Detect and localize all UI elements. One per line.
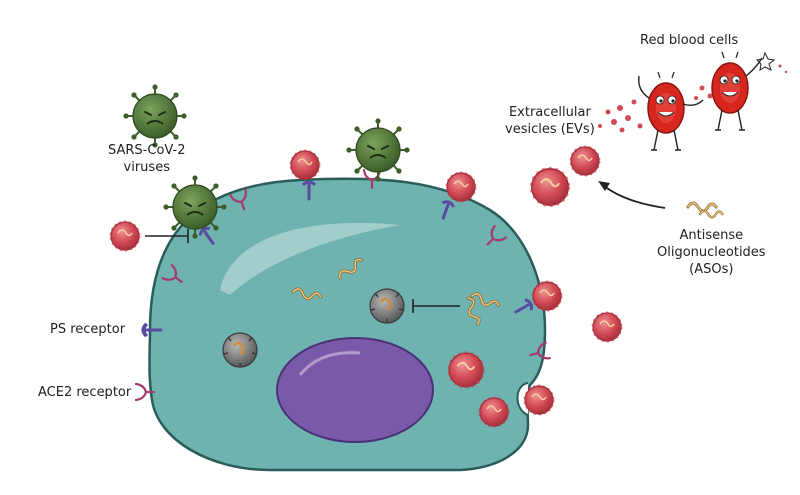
sparkle-icon [755,51,776,71]
red-blood-cell-icon [647,71,685,151]
virus-icon [162,174,228,240]
aso-strand-icon [698,209,724,219]
extracellular-vesicle-icon [531,280,563,312]
endocytosis-pit [516,382,529,416]
nucleus-highlight [298,351,361,376]
ev-label-line-1: Extracellular [508,105,591,120]
endosome-icon [221,331,259,369]
released-evs-dots [598,64,788,133]
extracellular-vesicle-icon [478,396,510,428]
ps-receptor-label: PS receptor [50,322,126,337]
nucleus [276,337,434,443]
virus-icon [345,117,411,183]
inhibition-arrow-icon [412,299,460,313]
extracellular-vesicle-icon [109,220,141,252]
extracellular-vesicle-icon [591,311,623,343]
aso-label-line-2: Oligonucleotides [657,245,766,260]
endosome-icon [368,287,406,325]
loading-arrow [598,181,666,209]
extracellular-vesicle-icon [445,171,477,203]
red-blood-cells-label: Red blood cells [640,33,739,48]
cell-highlight [220,222,400,295]
sars-label-line-2: viruses [123,160,170,175]
virus-icon [122,83,188,149]
sars-label-line-1: SARS-CoV-2 [108,143,186,158]
extracellular-vesicle-icon [569,145,601,177]
aso-label-line-3: (ASOs) [689,262,734,277]
red-blood-cell-icon [711,51,749,131]
ace2-receptor-label: ACE2 receptor [38,385,132,400]
aso-label: Antisense Oligonucleotides (ASOs) [657,227,766,278]
aso-strand-icon [686,201,718,213]
aso-label-line-1: Antisense [679,228,744,243]
extracellular-vesicle-icon [289,149,321,181]
host-cell [148,177,547,472]
sars-cov-2-label: SARS-CoV-2 viruses [108,142,186,176]
extracellular-vesicles-label: Extracellular vesicles (EVs) [505,104,595,138]
extracellular-vesicle-icon [447,351,485,389]
inhibition-arrow-icon [145,229,189,243]
extracellular-vesicle-icon [523,384,555,416]
extracellular-vesicle-icon [529,166,571,208]
ev-label-line-2: vesicles (EVs) [505,122,595,137]
